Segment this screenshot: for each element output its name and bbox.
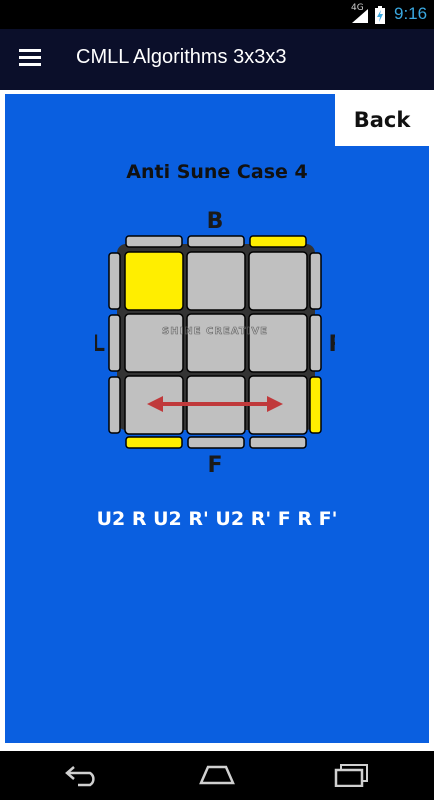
app-title: CMLL Algorithms 3x3x3 xyxy=(76,46,287,68)
back-side-sticker xyxy=(187,235,245,248)
case-title: Anti Sune Case 4 xyxy=(126,161,308,183)
face-label-right: R xyxy=(329,332,335,357)
back-side-sticker xyxy=(125,235,183,248)
app-bar: CMLL Algorithms 3x3x3 xyxy=(0,29,434,90)
swap-arrow-right-head xyxy=(267,396,283,412)
hamburger-menu-icon[interactable] xyxy=(19,49,41,69)
face-label-left: L xyxy=(95,332,105,357)
top-sticker xyxy=(124,313,184,373)
cube-diagram: B F L R SHINE CREATIVE xyxy=(95,209,335,474)
back-button[interactable]: Back xyxy=(335,94,429,146)
front-side-sticker xyxy=(125,436,183,449)
left-side-sticker xyxy=(108,314,121,372)
signal-icon xyxy=(352,9,368,23)
right-side-sticker xyxy=(309,252,322,310)
network-type: 4G xyxy=(351,3,364,13)
back-icon[interactable] xyxy=(64,763,102,787)
algorithm-text: U2 R U2 R' U2 R' F R F' xyxy=(96,508,338,530)
left-side-sticker xyxy=(108,252,121,310)
top-sticker xyxy=(248,251,308,311)
watermark-text: SHINE CREATIVE xyxy=(162,326,268,337)
clock: 9:16 xyxy=(394,4,428,23)
front-side-sticker xyxy=(249,436,307,449)
case-content: Back Anti Sune Case 4 B F L R SHINE CREATIVE… xyxy=(5,94,429,743)
navigation-bar xyxy=(0,751,434,800)
menu-line xyxy=(19,49,41,52)
top-sticker xyxy=(124,251,184,311)
swap-arrow-left-head xyxy=(147,396,163,412)
face-label-back: B xyxy=(207,209,224,234)
menu-line xyxy=(19,63,41,66)
front-side-sticker xyxy=(187,436,245,449)
right-side-sticker xyxy=(309,314,322,372)
home-icon[interactable] xyxy=(198,763,236,787)
back-side-sticker xyxy=(249,235,307,248)
left-side-sticker xyxy=(108,376,121,434)
battery-icon xyxy=(375,6,385,24)
face-label-front: F xyxy=(207,453,222,474)
top-sticker xyxy=(186,251,246,311)
menu-line xyxy=(19,56,41,59)
top-sticker xyxy=(248,313,308,373)
status-bar: 4G 9:16 xyxy=(0,0,434,29)
top-sticker xyxy=(186,313,246,373)
right-side-sticker xyxy=(309,376,322,434)
recent-apps-icon[interactable] xyxy=(333,763,371,787)
